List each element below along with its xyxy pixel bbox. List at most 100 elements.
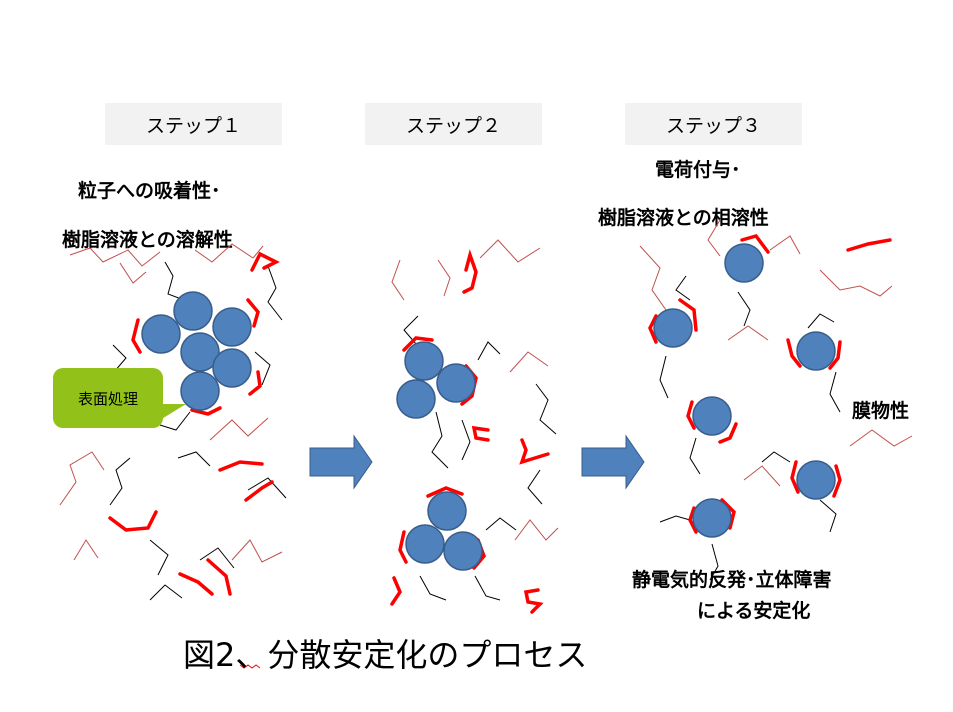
- stabilization-line2: による安定化: [697, 600, 811, 622]
- dispersant-chain: [164, 261, 185, 301]
- resin-segment: [832, 464, 842, 498]
- resin-chain: [479, 239, 541, 263]
- resin-chain: [209, 417, 269, 441]
- dispersant-chain: [659, 515, 691, 523]
- resin-segment: [206, 558, 232, 596]
- resin-segment: [718, 422, 738, 444]
- dispersant-chain: [177, 451, 211, 467]
- particle: [405, 524, 445, 564]
- particle: [427, 491, 467, 531]
- resin-segment: [398, 530, 408, 564]
- dispersant-chain: [247, 477, 287, 499]
- dispersant-chains: [59, 219, 913, 601]
- dispersant-chain: [829, 371, 841, 413]
- dispersant-chain: [737, 291, 751, 327]
- step-1-label: ステップ１: [145, 114, 241, 137]
- resin-segment: [250, 251, 280, 272]
- resin-segment: [846, 238, 892, 252]
- dispersant-chain: [675, 275, 691, 301]
- dispersant-chain: [689, 437, 701, 475]
- resin-segment: [390, 576, 402, 606]
- resin-chain: [743, 465, 781, 487]
- resin-segment: [519, 438, 550, 465]
- step-3-header: ステップ３: [625, 103, 802, 145]
- resin-segment: [246, 298, 260, 328]
- adsorbed-resin: [108, 233, 892, 614]
- resin-segment: [471, 425, 490, 442]
- dispersant-chain: [112, 344, 127, 373]
- film-property-label: 膜物性: [852, 400, 910, 422]
- resin-chain: [231, 539, 283, 563]
- dispersant-chain: [659, 355, 669, 399]
- dispersant-chain: [267, 265, 283, 321]
- resin-segment: [523, 588, 544, 614]
- step-1-desc-line2: 樹脂溶液との溶解性: [62, 229, 233, 251]
- particles: [141, 243, 836, 571]
- resin-segment: [131, 318, 142, 354]
- particle: [724, 243, 764, 283]
- particle: [141, 314, 181, 354]
- step-3-label: ステップ３: [665, 114, 761, 137]
- particle: [212, 348, 252, 388]
- resin-segment: [108, 510, 158, 532]
- resin-chain: [59, 451, 105, 506]
- dispersant-chain: [419, 575, 447, 601]
- dispersant-chain: [159, 411, 191, 431]
- dispersant-chain: [761, 451, 791, 463]
- resin-segment: [688, 506, 698, 534]
- step-1-header: ステップ１: [105, 103, 282, 145]
- dispersant-chain: [199, 547, 235, 569]
- resin-chain: [69, 247, 161, 267]
- surface-treatment-callout: [53, 368, 163, 428]
- resin-segment: [178, 572, 214, 596]
- resin-chain: [514, 519, 559, 541]
- particle: [212, 307, 252, 347]
- resin-segment: [828, 340, 842, 370]
- arrow-right-icon: [309, 434, 373, 490]
- resin-segment: [678, 298, 698, 332]
- resin-segment: [218, 460, 264, 472]
- resin-chain: [391, 259, 405, 301]
- particle: [173, 291, 213, 331]
- resin-chain: [727, 325, 769, 341]
- step-3-desc-line1: 電荷付与･: [655, 159, 741, 181]
- resin-segment: [786, 338, 802, 368]
- stabilization-line1: 静電気的反発･立体障害: [632, 569, 832, 591]
- dispersant-chain: [254, 351, 271, 386]
- resin-segment: [402, 336, 434, 352]
- resin-segment: [790, 460, 800, 494]
- resin-chain: [509, 351, 549, 373]
- dispersant-chain: [461, 419, 471, 461]
- dispersant-chain: [109, 457, 131, 506]
- particle: [404, 341, 444, 381]
- arrow-right-icon: [581, 434, 645, 490]
- step-1-desc-line1: 粒子への吸着性･: [78, 180, 221, 202]
- step-3-desc-line2: 樹脂溶液との相溶性: [598, 207, 769, 229]
- particle: [796, 331, 836, 371]
- surface-treatment-label: 表面処理: [77, 389, 138, 408]
- resin-segment: [462, 249, 478, 294]
- resin-segment: [648, 314, 658, 344]
- dispersant-chain: [709, 543, 719, 581]
- resin-segment: [686, 400, 696, 430]
- figure-caption: 図2、分散安定化のプロセス: [183, 636, 588, 674]
- step-2-header: ステップ２: [365, 103, 542, 145]
- particle: [443, 531, 483, 571]
- step-2-label: ステップ２: [405, 114, 501, 137]
- resin-chain: [639, 245, 667, 311]
- dispersant-chain: [431, 411, 449, 469]
- dispersant-chain: [535, 383, 557, 435]
- resin-segment: [244, 480, 274, 502]
- particle: [796, 460, 836, 500]
- particle: [396, 379, 436, 419]
- particle: [180, 371, 220, 411]
- dispersant-chain: [527, 469, 543, 505]
- resin-segment: [720, 498, 736, 530]
- dispersant-chain: [819, 499, 837, 533]
- dispersant-chain: [403, 315, 419, 345]
- dispersant-chain: [149, 539, 169, 576]
- resin-segment: [740, 233, 770, 254]
- resin-chain: [819, 269, 893, 297]
- particle: [180, 332, 220, 372]
